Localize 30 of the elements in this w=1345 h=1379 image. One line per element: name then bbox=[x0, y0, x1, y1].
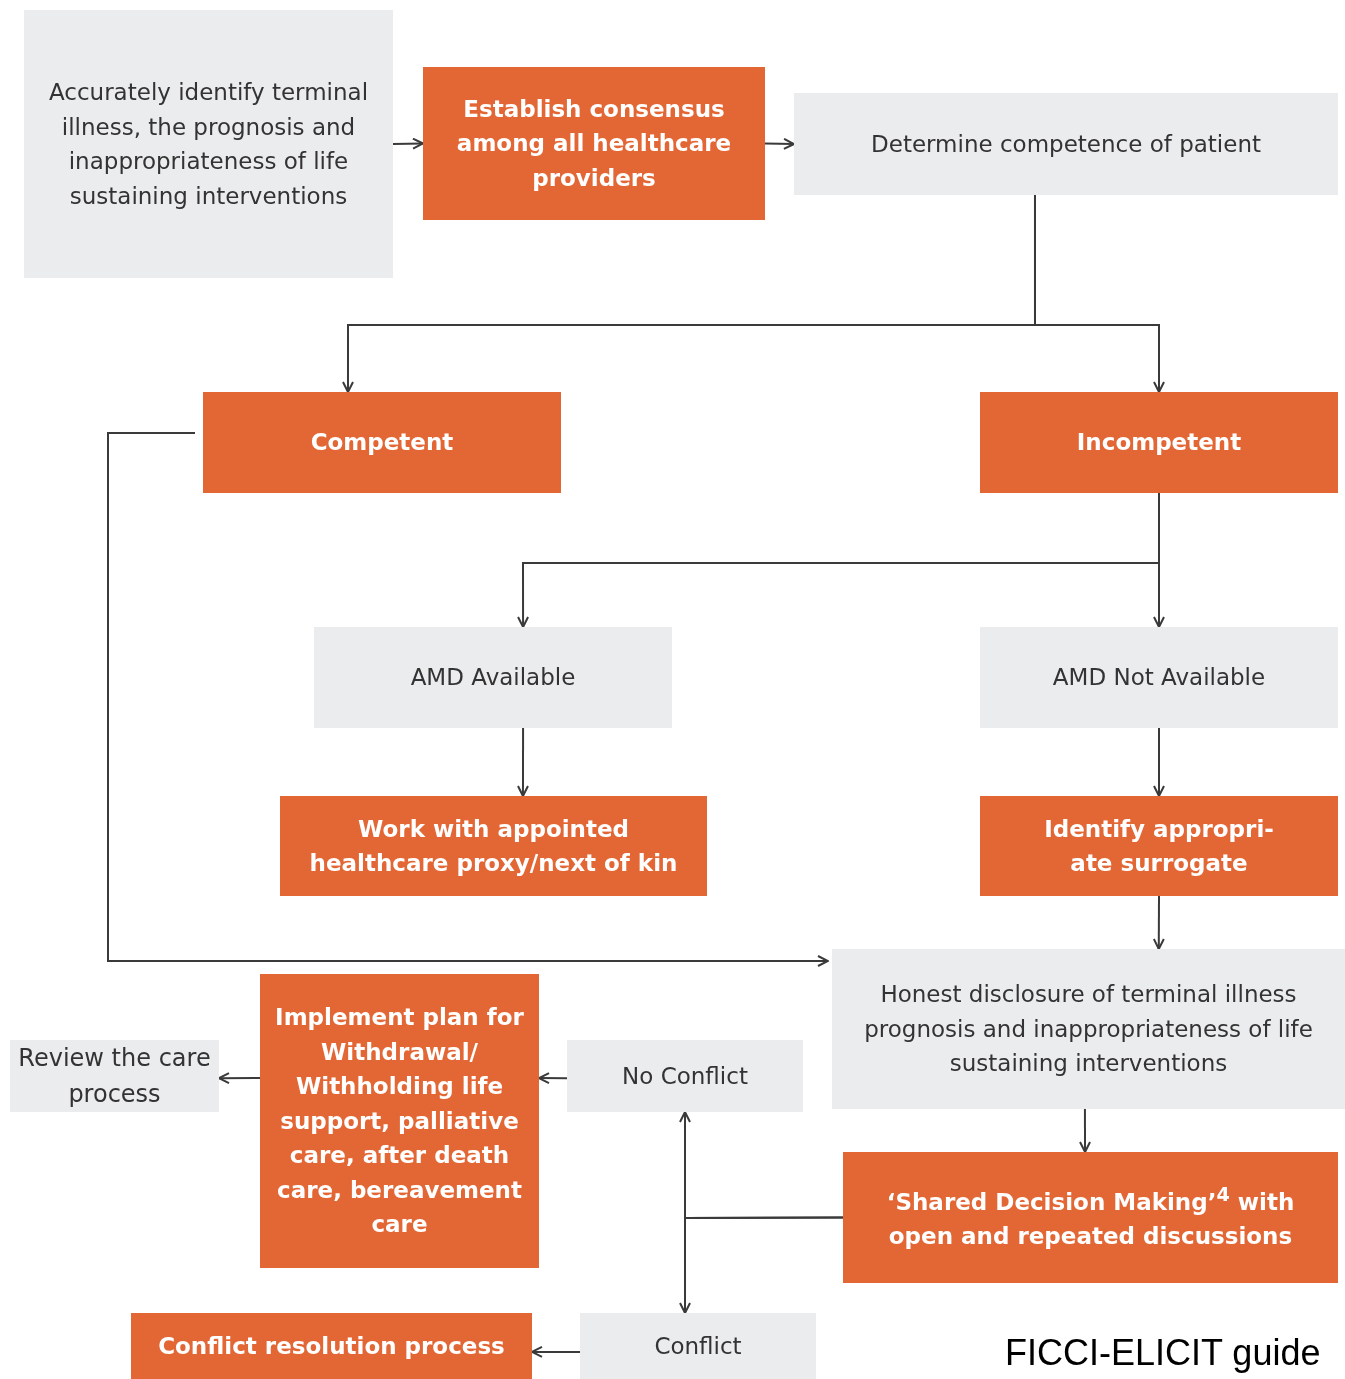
arrow bbox=[1034, 194, 1165, 393]
arrow bbox=[531, 1345, 581, 1358]
arrow bbox=[1153, 727, 1165, 797]
arrow bbox=[1079, 1108, 1091, 1153]
arrow bbox=[107, 432, 829, 967]
step-box: Determine competence of patient bbox=[794, 93, 1338, 195]
process-box: ‘Shared Decision Making’$^{4}$ with open and repeated discussions bbox=[843, 1152, 1338, 1283]
process-box: Conflict resolution process bbox=[131, 1313, 532, 1379]
arrow bbox=[218, 1072, 261, 1085]
step-box: No Conflict bbox=[567, 1040, 803, 1112]
step-box: Review the care process bbox=[10, 1040, 219, 1112]
process-box: Establish consensus among all healthcare providers bbox=[423, 67, 765, 220]
arrow bbox=[392, 137, 424, 150]
process-box: Work with appointed healthcare proxy/next of kin bbox=[280, 796, 707, 896]
arrow bbox=[517, 727, 529, 797]
process-box: Competent bbox=[203, 392, 561, 493]
step-box: Accurately identify terminal illness, the prognosis and inappropriateness of life sustaining interventions bbox=[24, 10, 393, 278]
arrow bbox=[1152, 895, 1165, 950]
process-box: Implement plan for Withdrawal/ Withholding life support, palliative care, after death care, bereavement care bbox=[260, 974, 539, 1268]
step-box: AMD Available bbox=[314, 627, 672, 728]
source-note: FICCI-ELICIT guide bbox=[1005, 1332, 1321, 1374]
step-box: AMD Not Available bbox=[980, 627, 1338, 728]
arrow bbox=[679, 1216, 844, 1314]
process-box: Incompetent bbox=[980, 392, 1338, 493]
step-box: Honest disclosure of terminal illness prognosis and inappropriateness of life sustaining interventions bbox=[832, 949, 1345, 1109]
step-box: Conflict bbox=[580, 1313, 816, 1379]
arrow bbox=[1153, 492, 1165, 628]
arrow bbox=[764, 137, 795, 150]
process-box: Identify appropri- ate surrogate bbox=[980, 796, 1338, 896]
arrow bbox=[538, 1072, 568, 1085]
